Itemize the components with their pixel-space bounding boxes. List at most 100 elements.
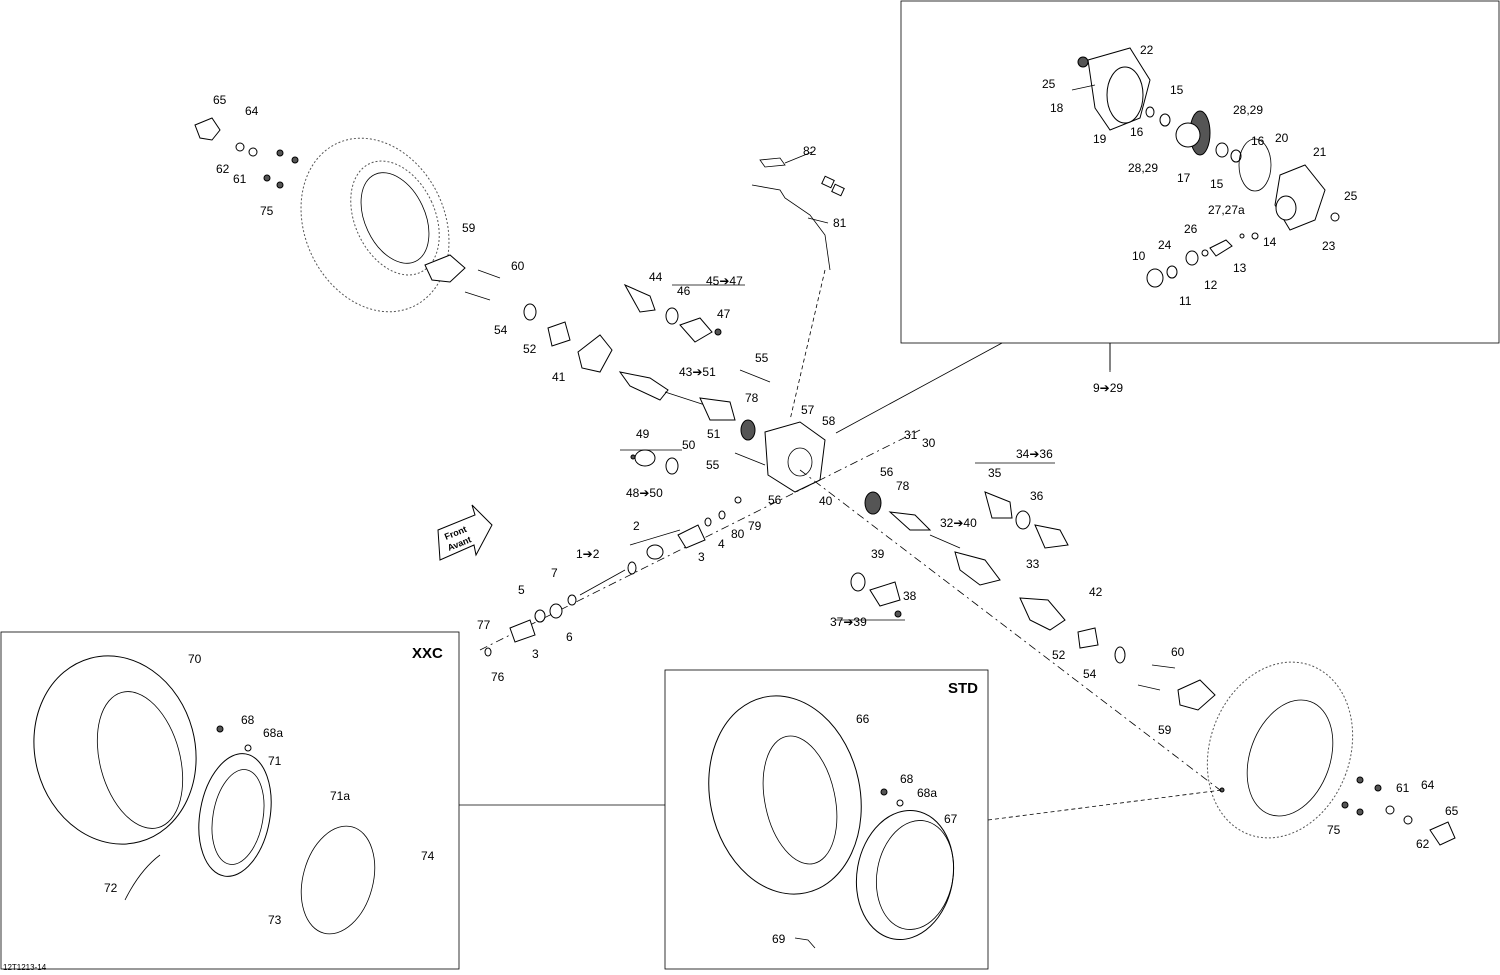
label-6: 6 bbox=[566, 630, 573, 644]
label-12: 12 bbox=[1204, 278, 1218, 292]
label-57: 57 bbox=[801, 403, 815, 417]
label-62: 62 bbox=[216, 162, 230, 176]
label-42: 42 bbox=[1089, 585, 1103, 599]
label-15b: 15 bbox=[1210, 177, 1224, 191]
label-40: 40 bbox=[819, 494, 833, 508]
label-61b: 61 bbox=[1396, 781, 1410, 795]
label-47: 47 bbox=[717, 307, 731, 321]
label-46: 46 bbox=[677, 284, 691, 298]
label-75: 75 bbox=[260, 204, 274, 218]
hub-59-bottom bbox=[1177, 679, 1216, 711]
label-78b: 78 bbox=[896, 479, 910, 493]
label-5: 5 bbox=[518, 583, 525, 597]
label-50: 50 bbox=[682, 438, 696, 452]
label-64b: 64 bbox=[1421, 778, 1435, 792]
label-76: 76 bbox=[491, 670, 505, 684]
label-68-xxc: 68 bbox=[241, 713, 255, 727]
front-direction-arrow: Front Avant bbox=[437, 504, 493, 561]
label-77: 77 bbox=[477, 618, 491, 632]
label-49: 49 bbox=[636, 427, 650, 441]
label-78a: 78 bbox=[745, 391, 759, 405]
label-24: 24 bbox=[1158, 238, 1172, 252]
label-64: 64 bbox=[245, 104, 259, 118]
rear-drive-shaft bbox=[850, 491, 1216, 711]
label-56a: 56 bbox=[768, 493, 782, 507]
label-69: 69 bbox=[772, 932, 786, 946]
hub-59-top bbox=[424, 254, 466, 283]
label-68a-std: 68a bbox=[917, 786, 937, 800]
label-55b: 55 bbox=[706, 458, 720, 472]
knuckle-42 bbox=[1019, 597, 1066, 631]
label-34-36: 34➔36 bbox=[1016, 447, 1053, 461]
label-15a: 15 bbox=[1170, 83, 1184, 97]
label-55a: 55 bbox=[755, 351, 769, 365]
label-19: 19 bbox=[1093, 132, 1107, 146]
axis-centerline bbox=[479, 429, 921, 651]
prop-shaft bbox=[484, 496, 742, 657]
label-81: 81 bbox=[833, 216, 847, 230]
label-13: 13 bbox=[1233, 261, 1247, 275]
leader-lines bbox=[620, 151, 1111, 621]
label-67: 67 bbox=[944, 812, 958, 826]
label-23: 23 bbox=[1322, 239, 1336, 253]
front-drive-shaft bbox=[618, 157, 845, 493]
label-3a: 3 bbox=[698, 550, 705, 564]
label-21: 21 bbox=[1313, 145, 1327, 159]
label-51: 51 bbox=[707, 427, 721, 441]
label-7: 7 bbox=[551, 566, 558, 580]
label-65b: 65 bbox=[1445, 804, 1459, 818]
label-36: 36 bbox=[1030, 489, 1044, 503]
label-56b: 56 bbox=[880, 465, 894, 479]
xxc-detail-box: XXC bbox=[0, 631, 665, 970]
label-82: 82 bbox=[803, 144, 817, 158]
label-25a: 25 bbox=[1042, 77, 1056, 91]
label-80: 80 bbox=[731, 527, 745, 541]
label-43-51: 43➔51 bbox=[679, 365, 716, 379]
label-68a-xxc: 68a bbox=[263, 726, 283, 740]
part-labels: 65 64 62 61 75 59 60 54 52 41 44 46 45➔4… bbox=[104, 43, 1459, 946]
label-60b: 60 bbox=[1171, 645, 1185, 659]
label-61: 61 bbox=[233, 172, 247, 186]
label-3b: 3 bbox=[532, 647, 539, 661]
label-35: 35 bbox=[988, 466, 1002, 480]
xxc-title: XXC bbox=[412, 645, 443, 662]
label-48-50: 48➔50 bbox=[626, 486, 663, 500]
label-54b: 54 bbox=[1083, 667, 1097, 681]
label-31: 31 bbox=[904, 428, 918, 442]
label-62b: 62 bbox=[1416, 837, 1430, 851]
label-16a: 16 bbox=[1130, 125, 1144, 139]
label-25b: 25 bbox=[1344, 189, 1358, 203]
label-45-47: 45➔47 bbox=[706, 274, 743, 288]
hub-cap-65b bbox=[1429, 821, 1456, 846]
label-39: 39 bbox=[871, 547, 885, 561]
diff-range-label: 9➔29 bbox=[1093, 381, 1123, 395]
label-72: 72 bbox=[104, 881, 118, 895]
label-10: 10 bbox=[1132, 249, 1146, 263]
drawing-code: 12T1213-14 bbox=[3, 963, 47, 972]
label-4: 4 bbox=[718, 537, 725, 551]
label-30: 30 bbox=[922, 436, 936, 450]
label-27: 27,27a bbox=[1208, 203, 1245, 217]
label-37-39: 37➔39 bbox=[830, 615, 867, 629]
front-left-wheel bbox=[194, 117, 613, 373]
label-26: 26 bbox=[1184, 222, 1198, 236]
label-17: 17 bbox=[1177, 171, 1191, 185]
label-59b: 59 bbox=[1158, 723, 1172, 737]
label-32-40: 32➔40 bbox=[940, 516, 977, 530]
label-52: 52 bbox=[523, 342, 537, 356]
front-diff-housing bbox=[764, 421, 826, 493]
label-71: 71 bbox=[268, 754, 282, 768]
label-73: 73 bbox=[268, 913, 282, 927]
label-59: 59 bbox=[462, 221, 476, 235]
label-11: 11 bbox=[1179, 294, 1192, 308]
label-66: 66 bbox=[856, 712, 870, 726]
label-70: 70 bbox=[188, 652, 202, 666]
label-41: 41 bbox=[552, 370, 566, 384]
rear-right-wheel bbox=[1206, 661, 1456, 846]
std-title: STD bbox=[948, 680, 978, 697]
label-60: 60 bbox=[511, 259, 525, 273]
label-28-29b: 28,29 bbox=[1128, 161, 1158, 175]
differential-detail-box: 9➔29 bbox=[835, 0, 1500, 434]
label-79: 79 bbox=[748, 519, 762, 533]
